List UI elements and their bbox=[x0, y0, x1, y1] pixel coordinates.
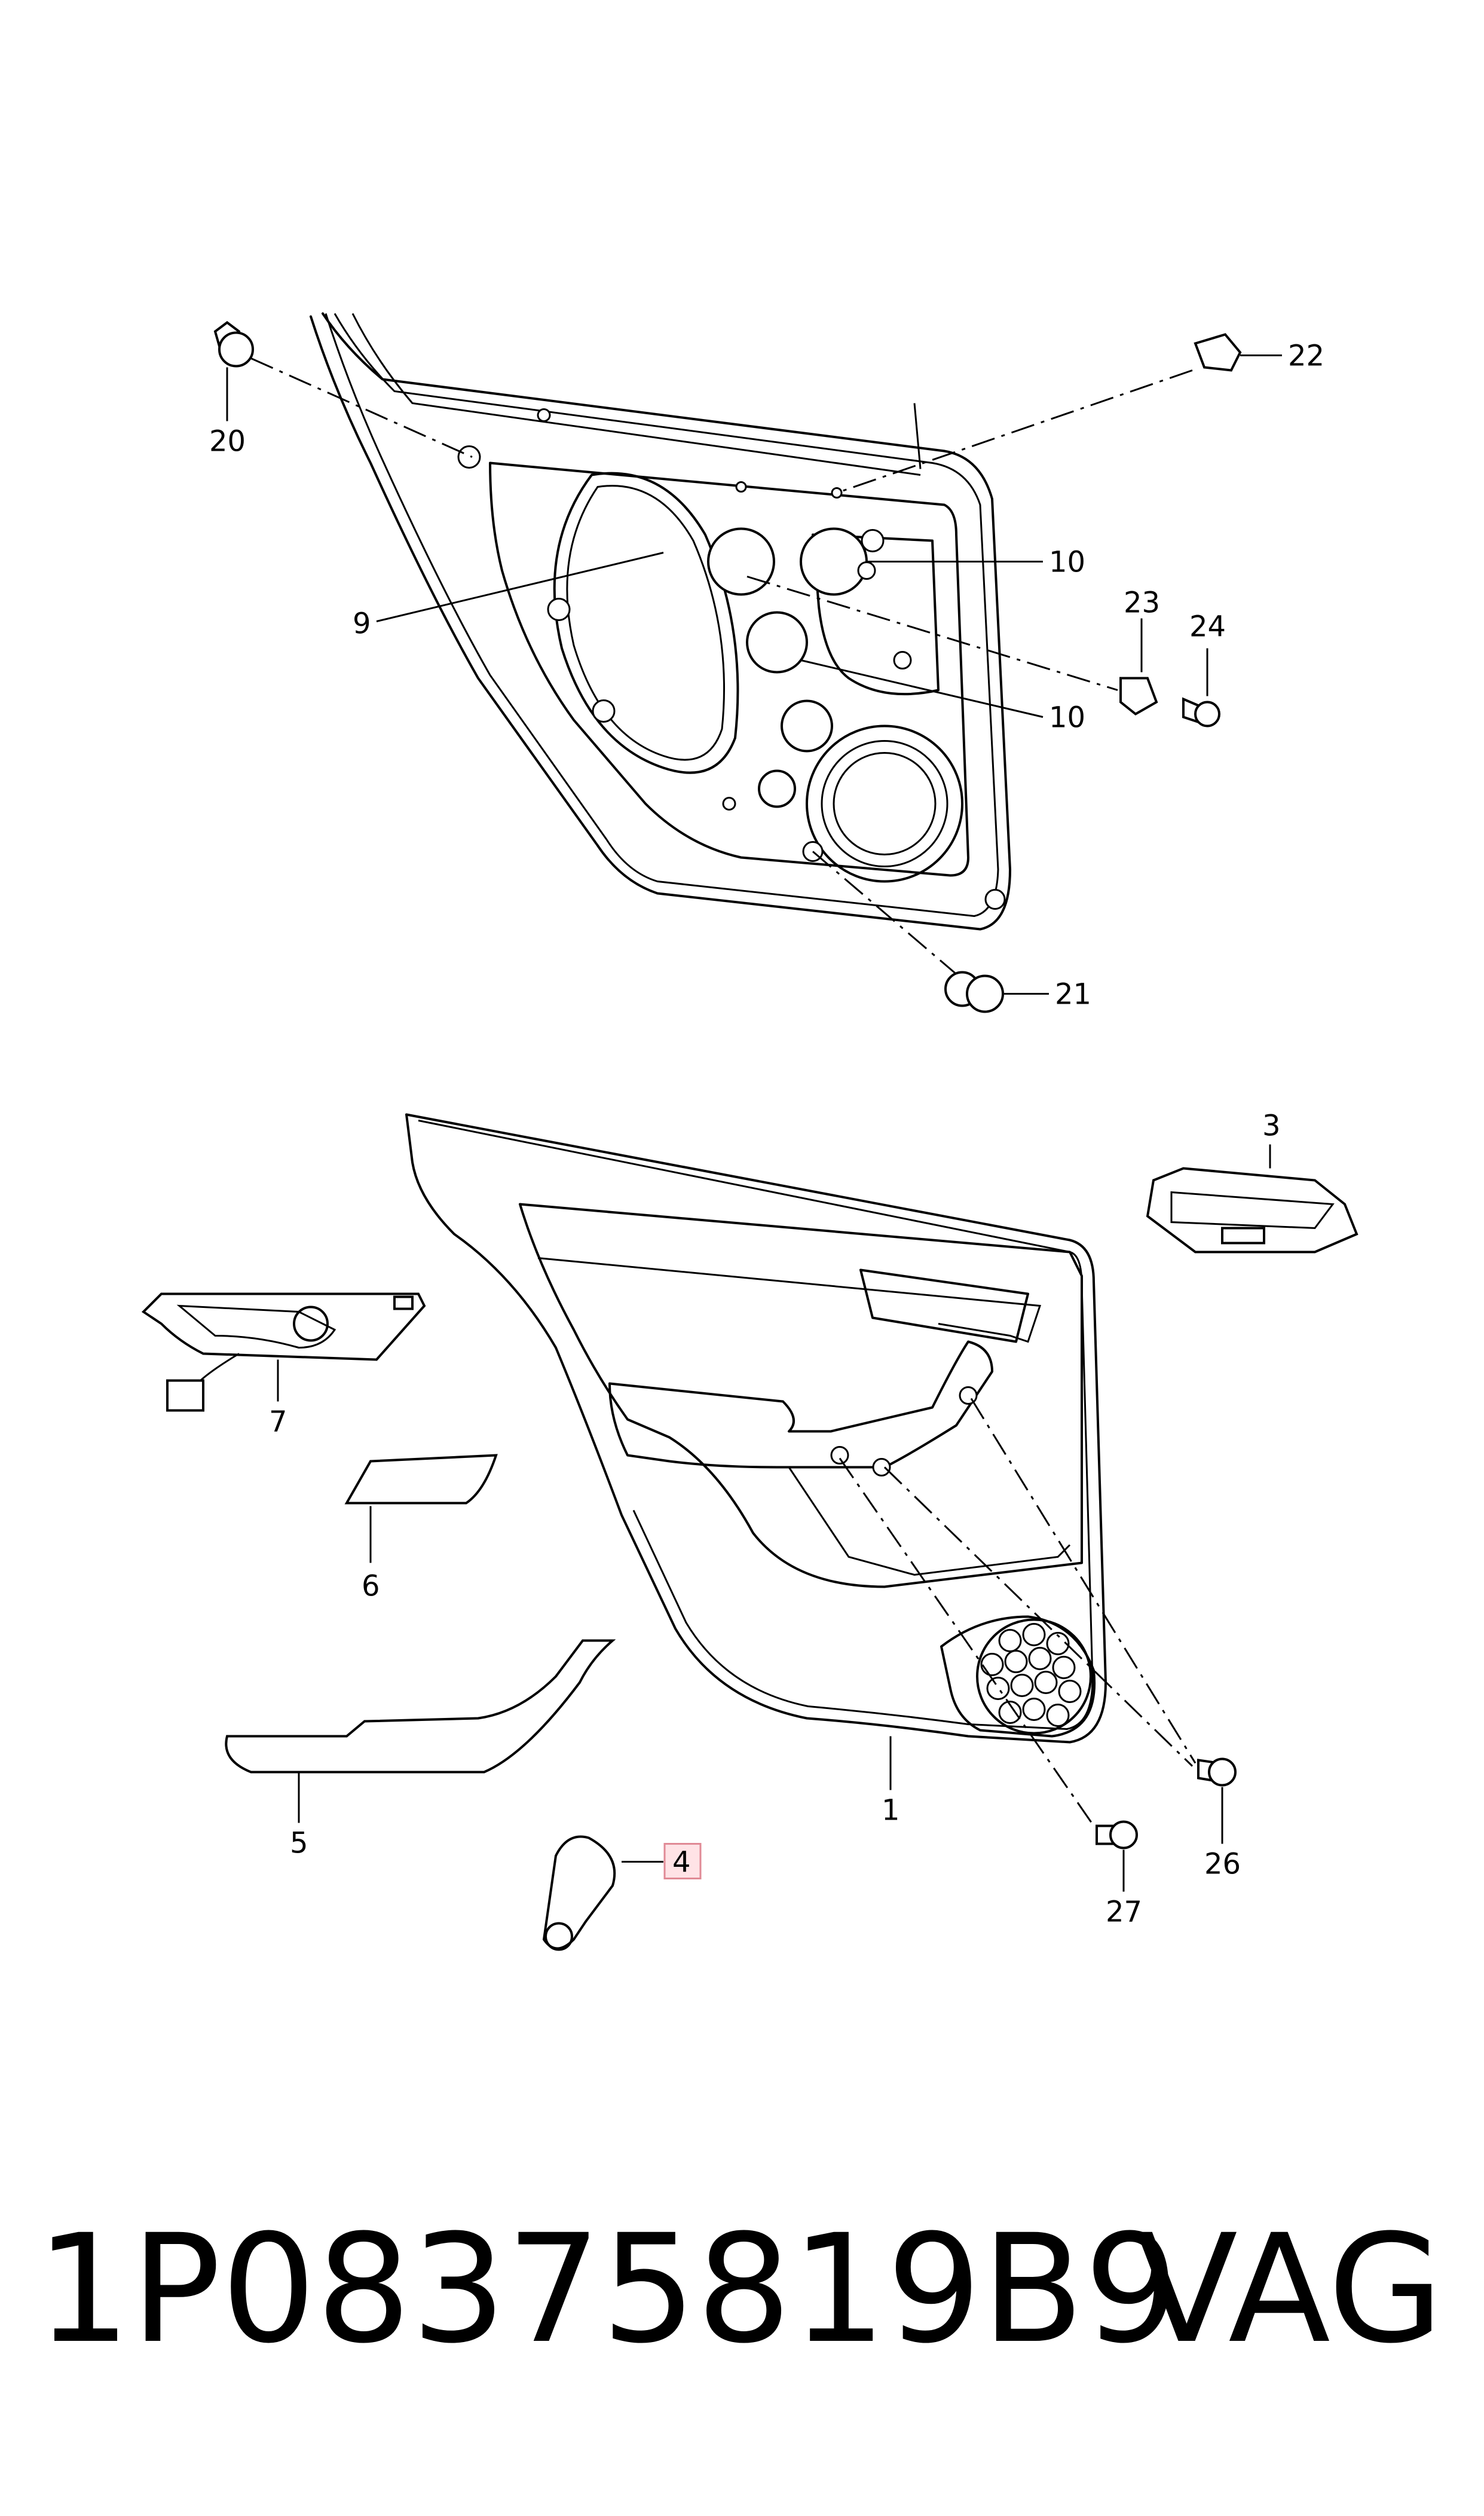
callout-6: 6 bbox=[362, 1570, 380, 1603]
callout-24: 24 bbox=[1189, 610, 1226, 644]
window-crank-4 bbox=[542, 1835, 663, 1951]
callout-4-highlight bbox=[663, 1843, 702, 1879]
callout-3: 3 bbox=[1262, 1109, 1281, 1143]
callout-22: 22 bbox=[1288, 340, 1324, 373]
pad-6 bbox=[344, 1454, 498, 1563]
trim-5 bbox=[225, 1639, 616, 1823]
clip-21 bbox=[812, 851, 1049, 1013]
footer: 1P08375819B9 VAG bbox=[0, 2212, 1484, 2367]
callout-10-lower: 10 bbox=[1049, 701, 1085, 735]
speaker-grille-holes bbox=[980, 1623, 1082, 1727]
door-inner-panel bbox=[310, 312, 1011, 931]
clip-22 bbox=[836, 333, 1282, 494]
callout-27: 27 bbox=[1106, 1896, 1142, 1929]
interior-handle-7 bbox=[141, 1292, 426, 1412]
screw-26 bbox=[883, 1398, 1237, 1844]
callout-23: 23 bbox=[1124, 586, 1160, 620]
callout-5: 5 bbox=[290, 1827, 308, 1860]
callout-1: 1 bbox=[882, 1794, 900, 1827]
callout-20: 20 bbox=[209, 425, 246, 458]
screw-24 bbox=[1182, 648, 1220, 727]
screw-27 bbox=[839, 1457, 1138, 1892]
window-switch-3 bbox=[1146, 1144, 1358, 1254]
callout-9: 9 bbox=[353, 607, 371, 641]
brand-label: VAG bbox=[1136, 2202, 1444, 2376]
callout-21: 21 bbox=[1055, 978, 1091, 1011]
clip-20 bbox=[213, 321, 473, 458]
callout-10-upper: 10 bbox=[1049, 546, 1085, 579]
clip-23 bbox=[746, 576, 1158, 716]
door-trim-panel bbox=[405, 1113, 1107, 1790]
callout-26: 26 bbox=[1204, 1848, 1241, 1881]
callout-4: 4 bbox=[672, 1846, 691, 1879]
part-number: 1P08375819B9 bbox=[36, 2202, 1179, 2376]
callout-7: 7 bbox=[269, 1405, 287, 1439]
